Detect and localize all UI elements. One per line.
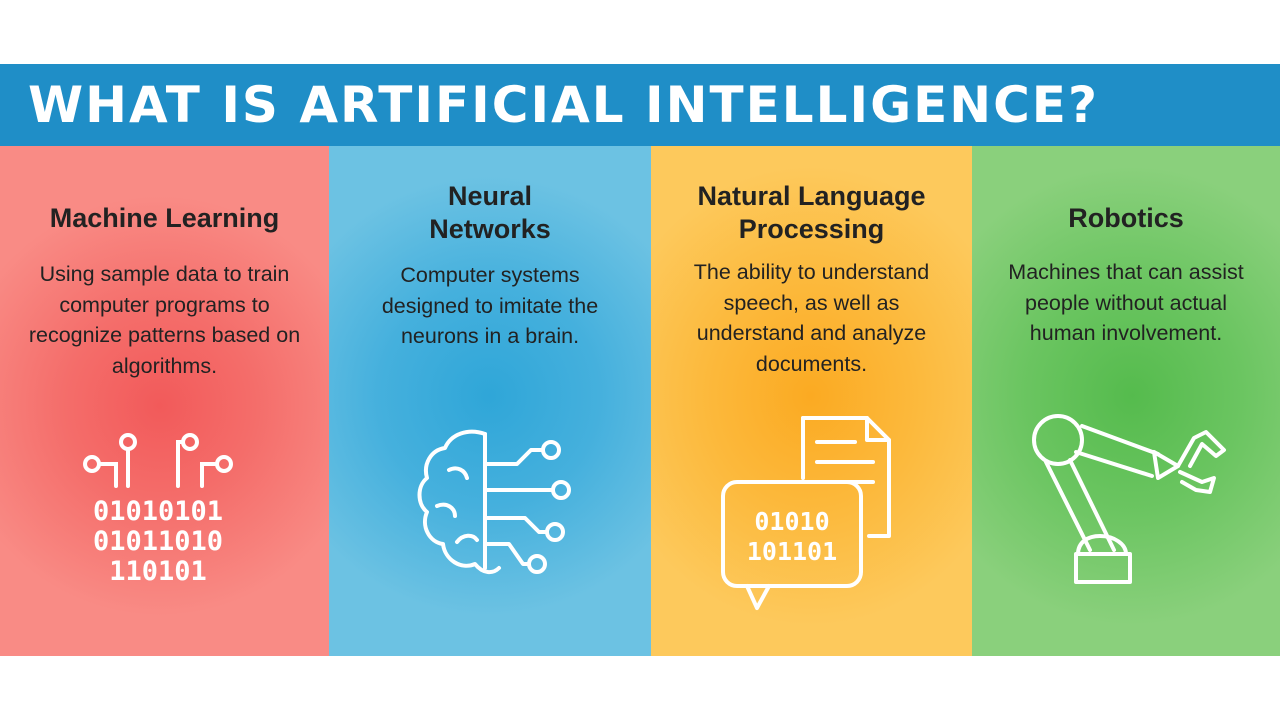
panel-title: Robotics xyxy=(1068,203,1184,233)
robot-arm-icon xyxy=(1028,404,1228,594)
svg-text:01010: 01010 xyxy=(754,507,829,536)
topics-row: Machine Learning Using sample data to tr… xyxy=(0,146,1280,656)
panel-title: Natural Language Processing xyxy=(697,181,926,244)
svg-text:101101: 101101 xyxy=(747,537,837,566)
panel-machine-learning: Machine Learning Using sample data to tr… xyxy=(0,146,329,656)
svg-text:01010101: 01010101 xyxy=(93,496,223,527)
panel-title: Neural Networks xyxy=(429,181,551,244)
panel-description: Machines that can assist people without … xyxy=(1008,260,1244,345)
panel-description: The ability to understand speech, as wel… xyxy=(693,260,930,376)
circuit-binary-icon: 01010101 01011010 110101 xyxy=(80,428,240,588)
panel-description: Computer systems designed to imitate the… xyxy=(381,263,599,348)
panel-nlp: Natural Language Processing The ability … xyxy=(651,146,972,656)
panel-title: Machine Learning xyxy=(49,203,280,233)
svg-text:110101: 110101 xyxy=(109,556,207,587)
page-title: WHAT IS ARTIFICIAL INTELLIGENCE? xyxy=(28,76,1099,134)
panel-robotics: Robotics Machines that can assist people… xyxy=(972,146,1280,656)
header-banner: WHAT IS ARTIFICIAL INTELLIGENCE? xyxy=(0,64,1280,146)
brain-circuit-icon xyxy=(413,424,583,594)
document-speech-bubble-icon: 01010 101101 xyxy=(717,412,907,612)
panel-neural-networks: Neural Networks Computer systems designe… xyxy=(329,146,651,656)
svg-text:01011010: 01011010 xyxy=(93,526,223,557)
panel-description: Using sample data to train computer prog… xyxy=(28,262,301,378)
